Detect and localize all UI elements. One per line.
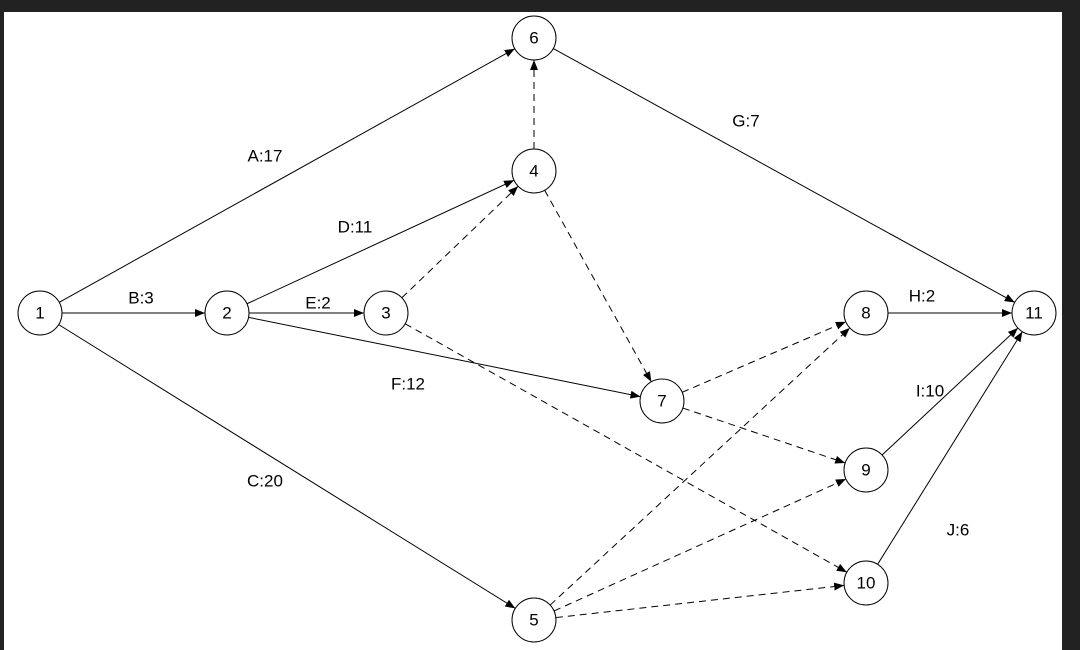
- event-node-9: 9: [843, 447, 889, 493]
- event-node-2: 2: [204, 290, 250, 336]
- nodes-layer: 1 2 3 4 5 6 7 8 9 10 11: [17, 15, 1057, 643]
- activity-arrow-2-4: [246, 179, 515, 305]
- activity-arrow-10-11: [877, 331, 1023, 565]
- event-node-circle: [843, 447, 889, 493]
- event-node-circle: [511, 148, 557, 194]
- event-node-circle: [511, 597, 557, 643]
- event-node-5: 5: [511, 597, 557, 643]
- dummy-activity-arrow-3-10: [404, 323, 848, 573]
- activity-arrow-1-5: [58, 324, 516, 609]
- event-node-10: 10: [843, 560, 889, 606]
- activity-label-8-11: H:2: [909, 286, 935, 305]
- event-node-6: 6: [511, 15, 557, 61]
- event-node-7: 7: [639, 378, 685, 424]
- dummy-activity-arrow-7-8: [682, 321, 846, 393]
- event-node-label: 1: [35, 303, 44, 322]
- activity-label-2-7: F:12: [391, 374, 425, 393]
- event-node-circle: [843, 560, 889, 606]
- event-node-label: 5: [529, 610, 538, 629]
- activity-label-1-5: C:20: [247, 471, 283, 490]
- activity-arrow-1-6: [58, 48, 516, 303]
- activity-label-6-11: G:7: [732, 111, 759, 130]
- event-node-circle: [511, 15, 557, 61]
- activity-arrow-9-11: [881, 327, 1019, 456]
- event-node-circle: [1011, 290, 1057, 336]
- activity-label-10-11: J:6: [947, 520, 970, 539]
- activity-label-1-2: B:3: [128, 288, 154, 307]
- event-node-label: 7: [657, 391, 666, 410]
- event-node-label: 4: [529, 161, 538, 180]
- dummy-activity-arrow-5-8: [549, 327, 851, 606]
- event-node-label: 9: [861, 460, 870, 479]
- activity-label-2-4: D:11: [338, 217, 373, 236]
- activity-label-1-6: A:17: [248, 146, 283, 165]
- event-node-8: 8: [843, 290, 889, 336]
- event-node-circle: [639, 378, 685, 424]
- dummy-activity-arrow-7-9: [682, 407, 846, 464]
- event-node-label: 8: [861, 303, 870, 322]
- activity-arrow-6-11: [553, 48, 1015, 303]
- diagram-canvas: [4, 12, 1062, 650]
- event-node-label: 3: [381, 303, 390, 322]
- activity-arrow-2-7: [248, 316, 641, 399]
- event-node-label: 6: [529, 28, 538, 47]
- dummy-activity-arrow-5-9: [553, 478, 847, 612]
- event-node-label: 11: [1025, 303, 1043, 322]
- event-node-1: 1: [17, 290, 63, 336]
- event-node-label: 10: [857, 573, 876, 592]
- event-node-circle: [204, 290, 250, 336]
- event-node-circle: [843, 290, 889, 336]
- event-node-11: 11: [1011, 290, 1057, 336]
- event-node-3: 3: [363, 290, 409, 336]
- edges-layer: [58, 48, 1023, 619]
- event-node-circle: [363, 290, 409, 336]
- event-node-4: 4: [511, 148, 557, 194]
- event-node-circle: [17, 290, 63, 336]
- dummy-activity-arrow-3-4: [401, 185, 519, 299]
- activity-label-2-3: E:2: [305, 293, 331, 312]
- dummy-activity-arrow-4-7: [544, 189, 652, 383]
- edge-labels-layer: A:17B:3C:20 D:11E:2F:12 G:7H:2I:10J:6: [128, 111, 969, 539]
- event-node-label: 2: [222, 303, 231, 322]
- activity-label-9-11: I:10: [916, 381, 944, 400]
- dummy-activity-arrow-5-10: [555, 582, 845, 619]
